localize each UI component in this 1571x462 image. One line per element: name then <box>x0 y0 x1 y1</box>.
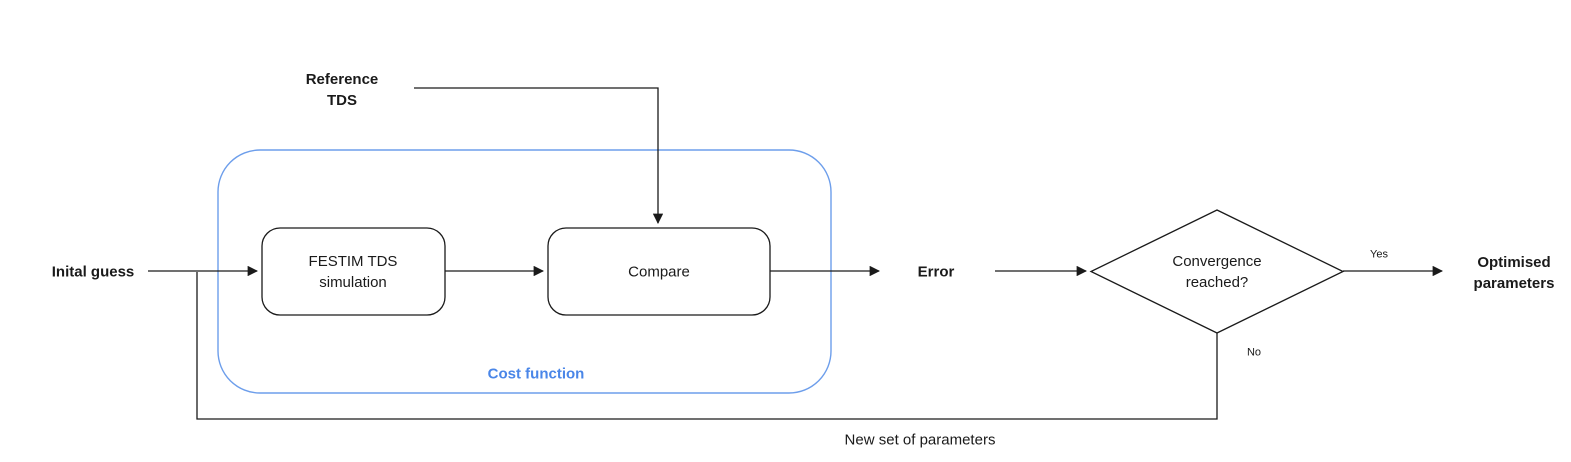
compare-box <box>547 227 771 316</box>
festim-simulation-line1: FESTIM TDS <box>308 253 398 270</box>
convergence-decision-line1: Convergence <box>1172 253 1262 270</box>
festim-simulation-box <box>261 227 446 316</box>
compare-label: Compare <box>628 263 690 281</box>
convergence-decision-diamond <box>1089 209 1345 334</box>
optimised-parameters-line2: parameters <box>1473 275 1555 292</box>
festim-simulation-label: FESTIM TDS simulation <box>309 251 398 293</box>
no-edge-label: No <box>1246 346 1262 359</box>
feedback-edge-label: New set of parameters <box>844 431 996 449</box>
reference-tds-line1: Reference <box>305 71 379 88</box>
yes-edge-label: Yes <box>1370 248 1388 261</box>
error-label: Error <box>917 263 955 281</box>
edge-decision-no-feedback <box>196 272 1218 420</box>
cost-function-label: Cost function <box>487 365 585 383</box>
festim-simulation-line2: simulation <box>319 274 387 291</box>
edge-reference-tds-to-compare <box>414 87 664 225</box>
initial-guess-label: Inital guess <box>51 263 135 281</box>
convergence-decision-line2: reached? <box>1185 274 1249 291</box>
optimised-parameters-label: Optimised parameters <box>1474 252 1555 294</box>
optimised-parameters-line1: Optimised <box>1477 254 1551 271</box>
reference-tds-line2: TDS <box>326 92 357 109</box>
convergence-decision-label: Convergence reached? <box>1172 251 1261 293</box>
reference-tds-label: Reference TDS <box>306 69 379 111</box>
